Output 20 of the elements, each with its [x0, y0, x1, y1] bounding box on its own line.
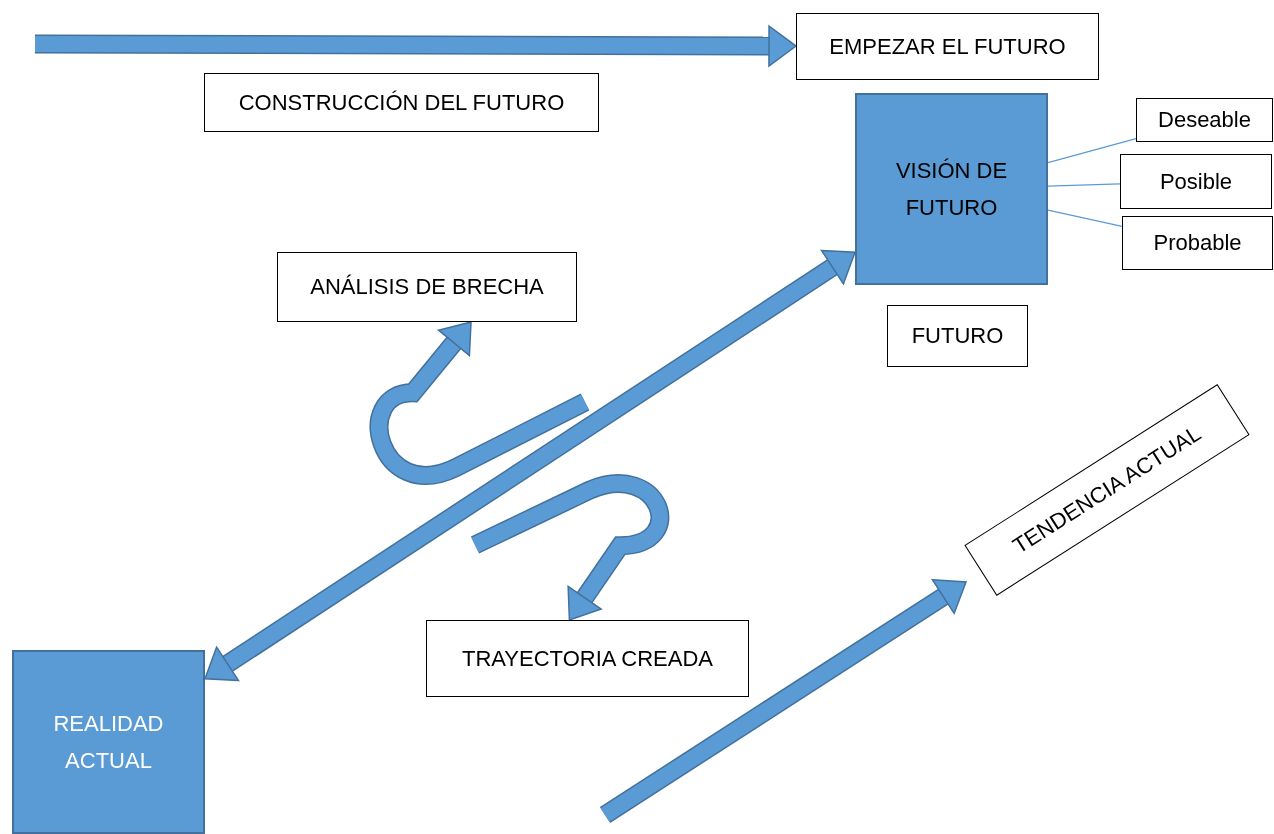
- text-box: [1122, 216, 1273, 270]
- filled-box: [12, 650, 205, 834]
- node-label: Deseable: [1157, 106, 1252, 135]
- text-box: [204, 73, 599, 132]
- text-box: [1120, 154, 1272, 209]
- node-label: TRAYECTORIA CREADA: [461, 644, 714, 673]
- node-label: VISIÓN DE FUTURO: [894, 156, 1009, 222]
- text-box: [426, 620, 749, 697]
- node-label: Probable: [1152, 229, 1243, 258]
- text-box: [796, 13, 1099, 80]
- node-label: FUTURO: [910, 322, 1005, 351]
- node-label: EMPEZAR EL FUTURO: [828, 32, 1067, 61]
- node-label: CONSTRUCCIÓN DEL FUTURO: [237, 88, 566, 117]
- filled-box: [855, 93, 1048, 285]
- text-box: [887, 305, 1028, 367]
- node-label: REALIDAD ACTUAL: [52, 709, 165, 775]
- text-box: [1136, 98, 1273, 142]
- text-box: [277, 252, 577, 322]
- node-label: ANÁLISIS DE BRECHA: [309, 273, 545, 302]
- node-label: Posible: [1158, 167, 1234, 196]
